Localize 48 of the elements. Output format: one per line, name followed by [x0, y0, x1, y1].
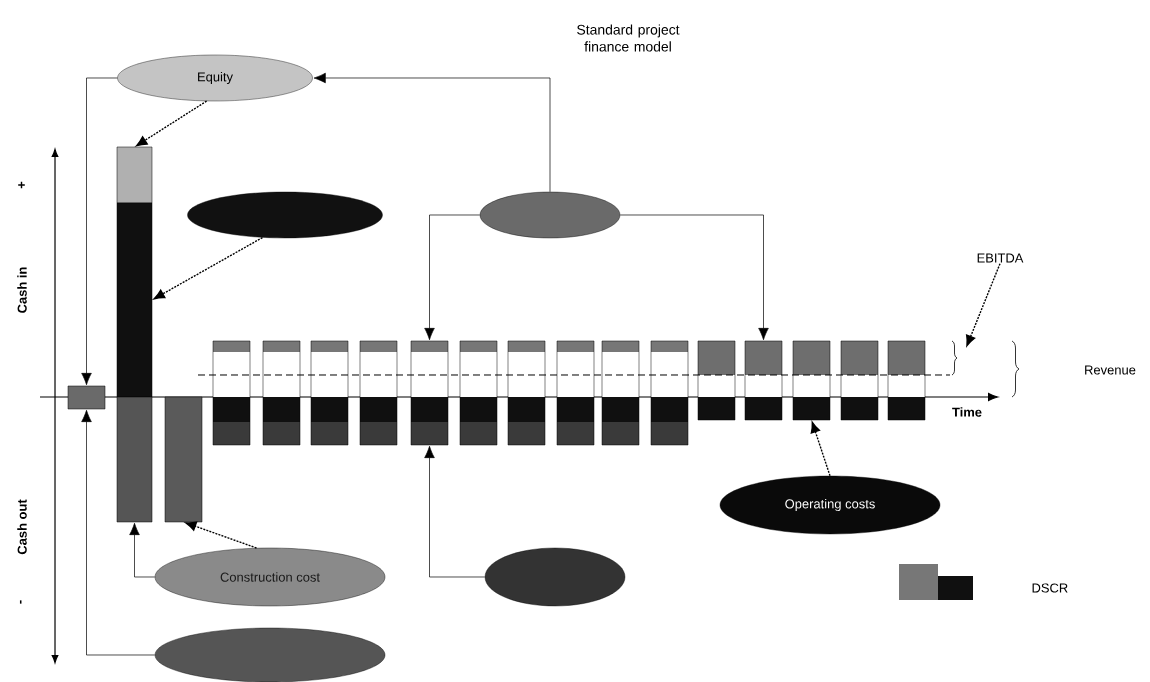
small-box: [67, 385, 106, 410]
axis-label: +: [18, 181, 25, 189]
cash-flow-bar: [410, 340, 449, 446]
axis-label: -: [19, 600, 22, 604]
oval-label: [479, 191, 621, 239]
cash-flow-bar: [310, 340, 349, 446]
cash-flow-bar: [840, 340, 879, 421]
arrow: [810, 421, 831, 477]
ebitda-label: EBITDA: [977, 253, 1024, 263]
revenue-label: Revenue: [1085, 365, 1136, 375]
arrow: [313, 72, 551, 193]
cash-flow-bar: [556, 340, 595, 446]
cash-flow-bar: [262, 340, 301, 446]
oval-label: Construction cost: [154, 547, 386, 607]
cash-flow-bar: [601, 340, 640, 446]
cash-flow-bar: [887, 340, 926, 421]
arrow: [81, 409, 156, 656]
arrow: [129, 522, 156, 578]
cash-flow-bar: [459, 340, 498, 446]
axis-label: Cash in: [17, 267, 27, 313]
axis-label: Cash out: [17, 499, 27, 555]
cash-flow-bar: [507, 340, 546, 446]
cost-bar: [164, 396, 203, 523]
arrow: [966, 262, 1001, 347]
debt-bar: [116, 202, 153, 398]
axis-label: Time: [952, 407, 982, 417]
arrow: [424, 214, 481, 341]
oval-label: Equity: [117, 54, 313, 102]
oval-label: [154, 627, 386, 682]
cash-flow-bar: [744, 340, 783, 421]
oval-label: [187, 191, 383, 239]
legend-label: DSCR: [1032, 583, 1068, 593]
equity-bar: [116, 146, 153, 204]
arrow: [153, 236, 264, 300]
cost-bar: [116, 396, 153, 523]
cash-flow-bar: [792, 340, 831, 421]
title: Standard project finance model: [577, 24, 680, 52]
cash-flow-bar: [697, 340, 736, 421]
cash-flow-bar: [359, 340, 398, 446]
oval-label: Operating costs: [719, 475, 941, 535]
arrow: [185, 521, 258, 549]
oval-label: [484, 547, 626, 607]
arrow: [136, 100, 208, 147]
arrow: [619, 214, 769, 341]
cash-flow-bar: [212, 340, 251, 446]
arrow: [424, 445, 486, 578]
arrow: [81, 77, 118, 386]
cash-flow-bar: [650, 340, 689, 446]
